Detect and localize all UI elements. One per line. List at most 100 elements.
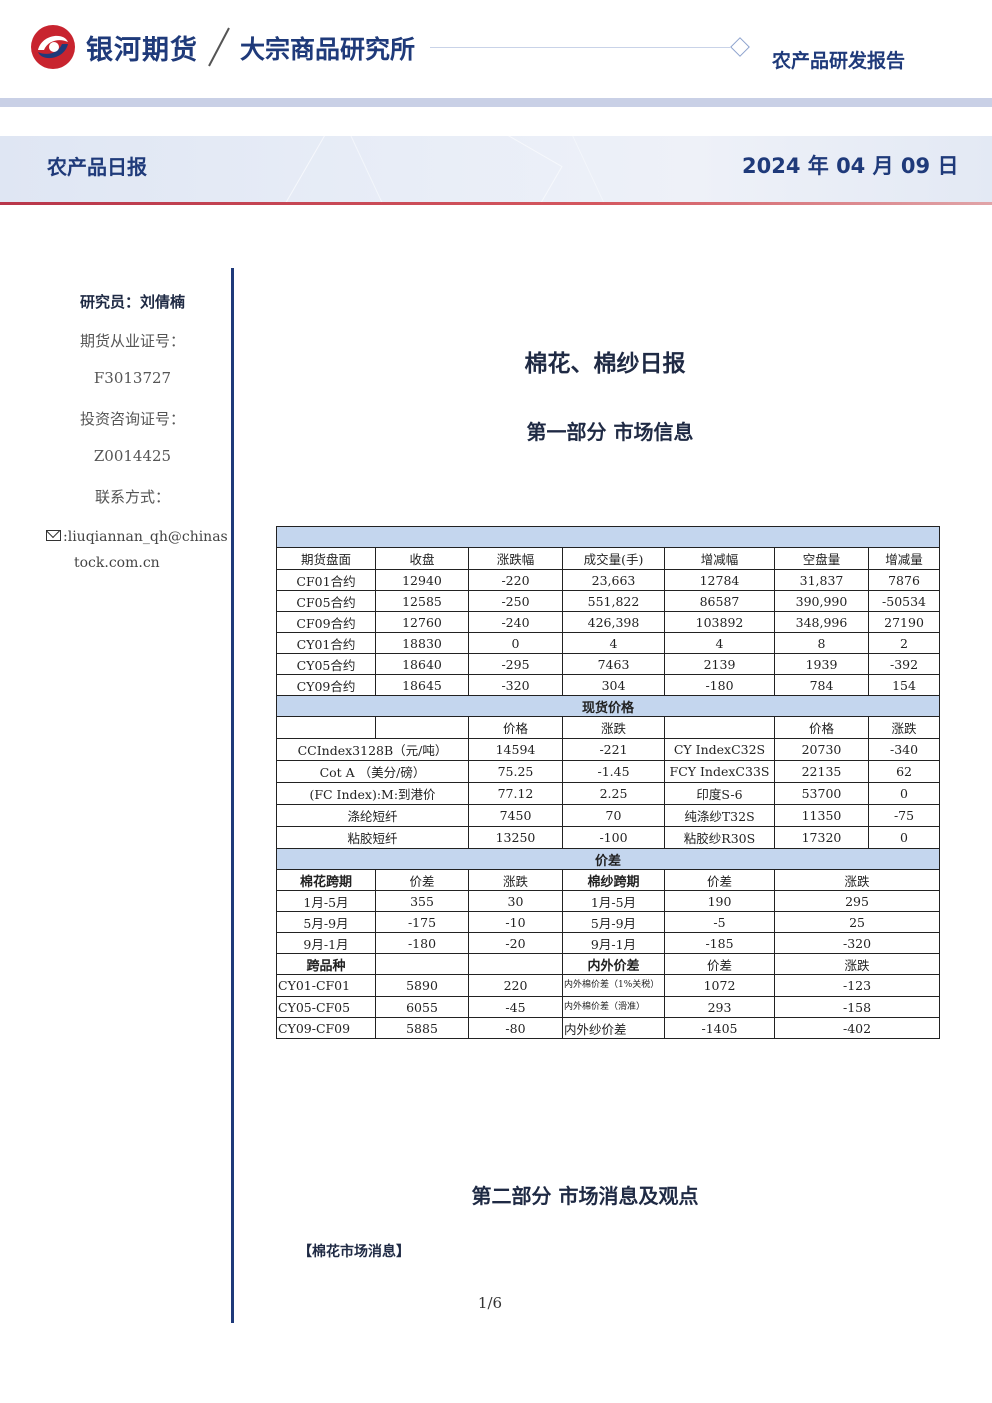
column-header: 棉纱跨期 — [562, 869, 665, 891]
empty-cell — [468, 953, 563, 975]
empty-cell — [375, 716, 469, 739]
spread-section-title: 价差 — [275, 848, 941, 870]
header-divider — [430, 47, 730, 48]
table-cell: 23,663 — [562, 569, 665, 591]
table-cell: 0 — [867, 826, 941, 849]
spread-section-row: 价差 — [275, 848, 941, 870]
table-cell: 5885 — [375, 1017, 469, 1039]
table-cell: 1939 — [774, 653, 869, 675]
band-accent-line — [0, 202, 992, 205]
column-header: 期货盘面 — [276, 547, 376, 570]
table-cell: CY01合约 — [276, 632, 376, 654]
divider-slash-icon — [208, 27, 230, 67]
contact-label: 联系方式： — [94, 488, 170, 506]
table-cell: -123 — [773, 974, 941, 997]
table-cell: -402 — [773, 1017, 941, 1039]
table-cell: -240 — [468, 611, 563, 633]
table-cell: 5890 — [375, 974, 469, 997]
table-cell: 7450 — [468, 804, 563, 827]
table-cell: -75 — [867, 804, 941, 827]
table-cell: 784 — [774, 674, 869, 696]
column-header: 价差 — [664, 953, 775, 975]
spot-name: 粘胶短纤 — [276, 826, 469, 849]
consult-number: Z0014425 — [93, 447, 172, 465]
column-header: 收盘 — [375, 547, 469, 570]
column-header: 内外价差 — [562, 953, 665, 975]
table-cell: 27190 — [867, 611, 941, 633]
spot-name: CCIndex3128B（元/吨） — [276, 738, 469, 761]
galaxy-futures-logo-icon — [31, 25, 75, 69]
column-header: 涨跌幅 — [468, 547, 563, 570]
table-cell: 5月-9月 — [562, 911, 665, 933]
table-cell: -320 — [773, 932, 941, 954]
table-cell: CF01合约 — [276, 569, 376, 591]
table-cell: 4 — [562, 632, 665, 654]
column-header: 价差 — [375, 869, 469, 891]
empty-cell — [375, 953, 469, 975]
table-cell: 86587 — [664, 590, 775, 612]
table-cell: 426,398 — [562, 611, 665, 633]
table-cell: CY09-CF09 — [276, 1017, 376, 1039]
table-cell: CY01-CF01 — [276, 974, 376, 997]
table-cell: 390,990 — [774, 590, 869, 612]
contact-email[interactable]: :liuqiannan_qh@chinas tock.com.cn — [46, 524, 228, 576]
column-header: 空盘量 — [774, 547, 869, 570]
table-cell: -185 — [664, 932, 775, 954]
table-cell: 304 — [562, 674, 665, 696]
table-cell: 30 — [468, 890, 563, 912]
table-cell: 6055 — [375, 996, 469, 1018]
table-cell: -392 — [867, 653, 941, 675]
table-cell: 2 — [867, 632, 941, 654]
table-cell: 31,837 — [774, 569, 869, 591]
table-cell: 8 — [774, 632, 869, 654]
table-cell: -50534 — [867, 590, 941, 612]
table-cell: 9月-1月 — [276, 932, 376, 954]
researcher-name: 研究员：刘倩楠 — [79, 293, 185, 311]
table-cell: 17320 — [774, 826, 869, 849]
table-top-band-cell — [275, 526, 941, 548]
brand-name: 银河期货 — [86, 35, 198, 66]
table-cell: 13250 — [468, 826, 563, 849]
spread-name: 内外棉价差（1%关税） — [562, 974, 665, 997]
consult-label: 投资咨询证号： — [79, 410, 185, 428]
table-cell: 220 — [468, 974, 563, 997]
table-cell: -250 — [468, 590, 563, 612]
table-cell: 355 — [375, 890, 469, 912]
header-stripe — [0, 98, 992, 107]
table-cell: 22135 — [774, 760, 869, 783]
table-cell: CY05合约 — [276, 653, 376, 675]
spot-name: CY IndexC32S — [664, 738, 775, 761]
table-cell: 5月-9月 — [276, 911, 376, 933]
table-cell: 190 — [664, 890, 775, 912]
table-cell: 1072 — [664, 974, 775, 997]
table-cell: CY05-CF05 — [276, 996, 376, 1018]
table-cell: 53700 — [774, 782, 869, 805]
column-header: 跨品种 — [276, 953, 376, 975]
table-cell: -5 — [664, 911, 775, 933]
spot-name: 纯涤纱T32S — [664, 804, 775, 827]
table-cell: -220 — [468, 569, 563, 591]
table-cell: 1月-5月 — [276, 890, 376, 912]
table-cell: 11350 — [774, 804, 869, 827]
column-header: 涨跌 — [562, 716, 665, 739]
table-cell: -295 — [468, 653, 563, 675]
brand-header — [0, 0, 992, 98]
column-header: 价格 — [774, 716, 869, 739]
mail-icon — [46, 530, 61, 541]
spot-name: 粘胶纱R30S — [664, 826, 775, 849]
table-cell: 154 — [867, 674, 941, 696]
table-cell: 20730 — [774, 738, 869, 761]
daily-report-title: 农产品日报 — [47, 155, 147, 179]
table-cell: 0 — [867, 782, 941, 805]
table-cell: -20 — [468, 932, 563, 954]
table-cell: 12585 — [375, 590, 469, 612]
